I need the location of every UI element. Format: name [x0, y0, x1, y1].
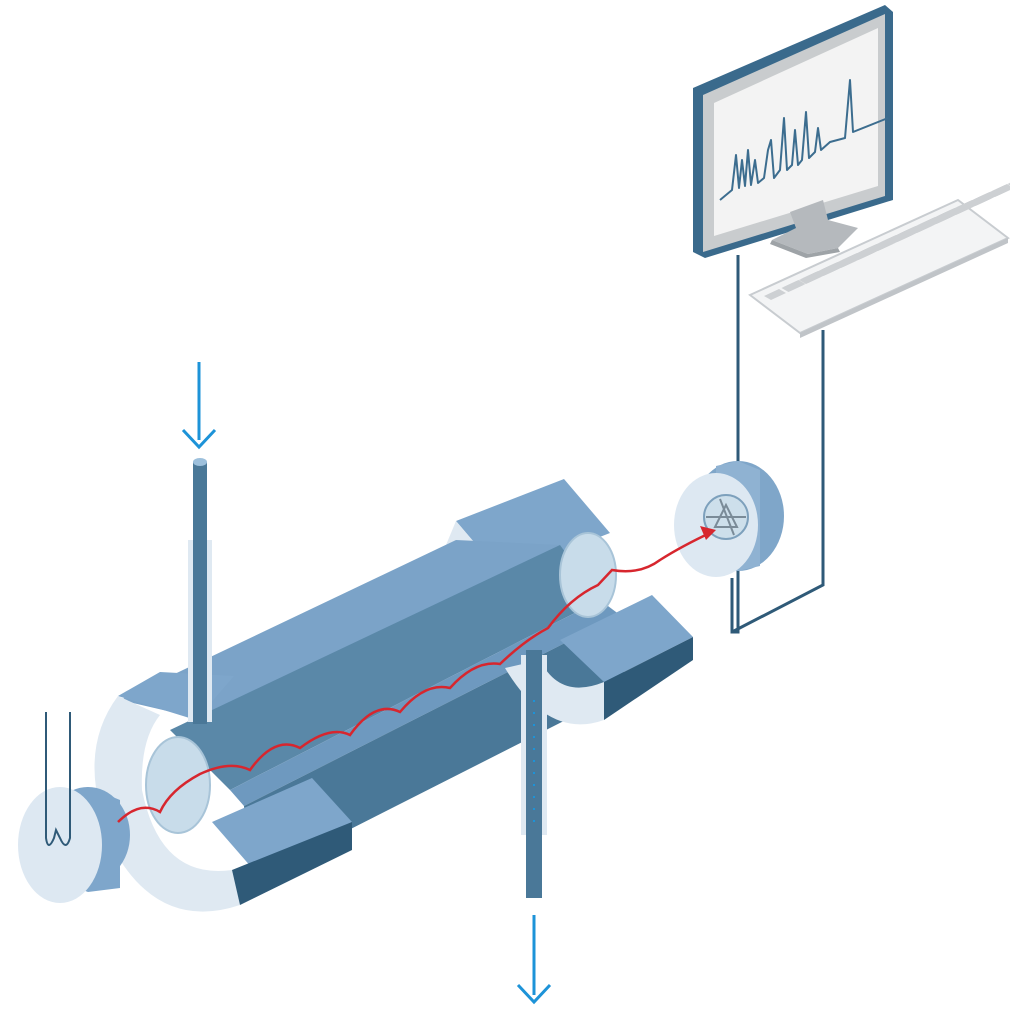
beam-arrowhead	[700, 526, 716, 540]
tube-top-wall	[120, 540, 560, 720]
gas-outlet	[516, 650, 552, 1005]
spectrum-trace	[719, 79, 889, 201]
monitor-cable	[730, 255, 740, 634]
detector-icon	[706, 498, 746, 536]
keyboard-key	[781, 281, 804, 292]
keyboard-cable	[731, 330, 825, 634]
keyboard-key	[834, 257, 856, 268]
keyboard-key	[929, 213, 952, 224]
keyboard-key	[799, 273, 821, 284]
keyboard-key	[871, 240, 893, 251]
light-source	[18, 712, 130, 903]
left-flange-side	[232, 822, 352, 905]
keyboard-key	[890, 231, 913, 242]
left-flange-face	[94, 696, 240, 912]
keyboard-key	[949, 204, 971, 215]
monitor-stand	[772, 200, 858, 254]
gas-cell	[94, 479, 693, 912]
keyboard-edge	[800, 238, 1008, 338]
keyboard-key	[988, 186, 1010, 197]
lamp-face	[18, 787, 102, 903]
right-flange-front	[560, 595, 693, 682]
right-window	[559, 532, 617, 618]
outlet-arrowhead	[516, 983, 552, 1005]
lamp-filament-icon	[45, 712, 71, 846]
keyboard	[748, 182, 1010, 338]
right-flange-side	[604, 637, 693, 720]
left-flange-front	[212, 778, 352, 868]
left-window	[145, 736, 211, 834]
gas-inlet	[181, 362, 217, 724]
signal-cables	[730, 255, 825, 634]
keyboard-keys	[764, 182, 1010, 300]
keyboard-key	[910, 222, 932, 233]
keyboard-key	[1007, 182, 1010, 186]
inlet-arrowhead	[181, 428, 217, 450]
keyboard-key	[764, 289, 786, 300]
tube-channel	[170, 545, 600, 790]
detector	[674, 461, 784, 577]
tube-bottom-wall	[230, 600, 620, 806]
keyboard-key	[968, 195, 991, 206]
inlet-tube-opening	[193, 458, 207, 466]
inlet-tube-inner	[193, 462, 207, 724]
keyboard-key	[816, 265, 839, 276]
light-beam	[117, 530, 713, 823]
monitor-stand-base-shadow	[770, 240, 840, 258]
keyboard-key	[851, 249, 874, 260]
monitor	[693, 5, 893, 258]
